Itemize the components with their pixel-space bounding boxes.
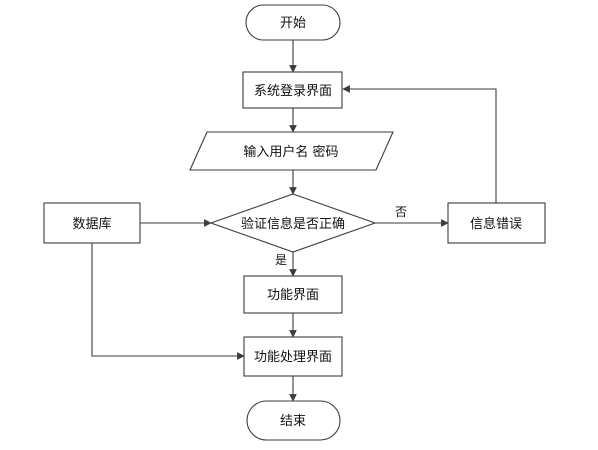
node-input-label: 输入用户名 密码 <box>243 144 338 160</box>
node-input: 输入用户名 密码 <box>189 131 394 171</box>
edge-database-to-func-proc-ui <box>91 243 245 360</box>
node-start-label: 开始 <box>280 16 306 31</box>
node-end: 结束 <box>246 400 341 441</box>
node-login-ui: 系统登录界面 <box>242 71 343 109</box>
edge-no-label: 否 <box>395 205 407 219</box>
node-func-proc-ui-label: 功能处理界面 <box>254 350 332 365</box>
node-func-proc-ui: 功能处理界面 <box>243 336 343 377</box>
node-database-label: 数据库 <box>72 216 111 232</box>
node-database: 数据库 <box>43 202 141 244</box>
node-login-ui-label: 系统登录界面 <box>254 84 332 99</box>
node-error-label: 信息错误 <box>470 216 522 232</box>
node-start: 开始 <box>245 4 341 41</box>
node-end-label: 结束 <box>280 414 306 429</box>
node-func-ui-label: 功能界面 <box>267 288 319 303</box>
node-verify: 验证信息是否正确 <box>209 193 377 253</box>
edge-error-to-login <box>342 85 497 203</box>
node-func-ui: 功能界面 <box>243 275 343 314</box>
edge-yes-label: 是 <box>275 253 287 267</box>
node-verify-label: 验证信息是否正确 <box>241 216 345 232</box>
node-error: 信息错误 <box>447 202 546 244</box>
